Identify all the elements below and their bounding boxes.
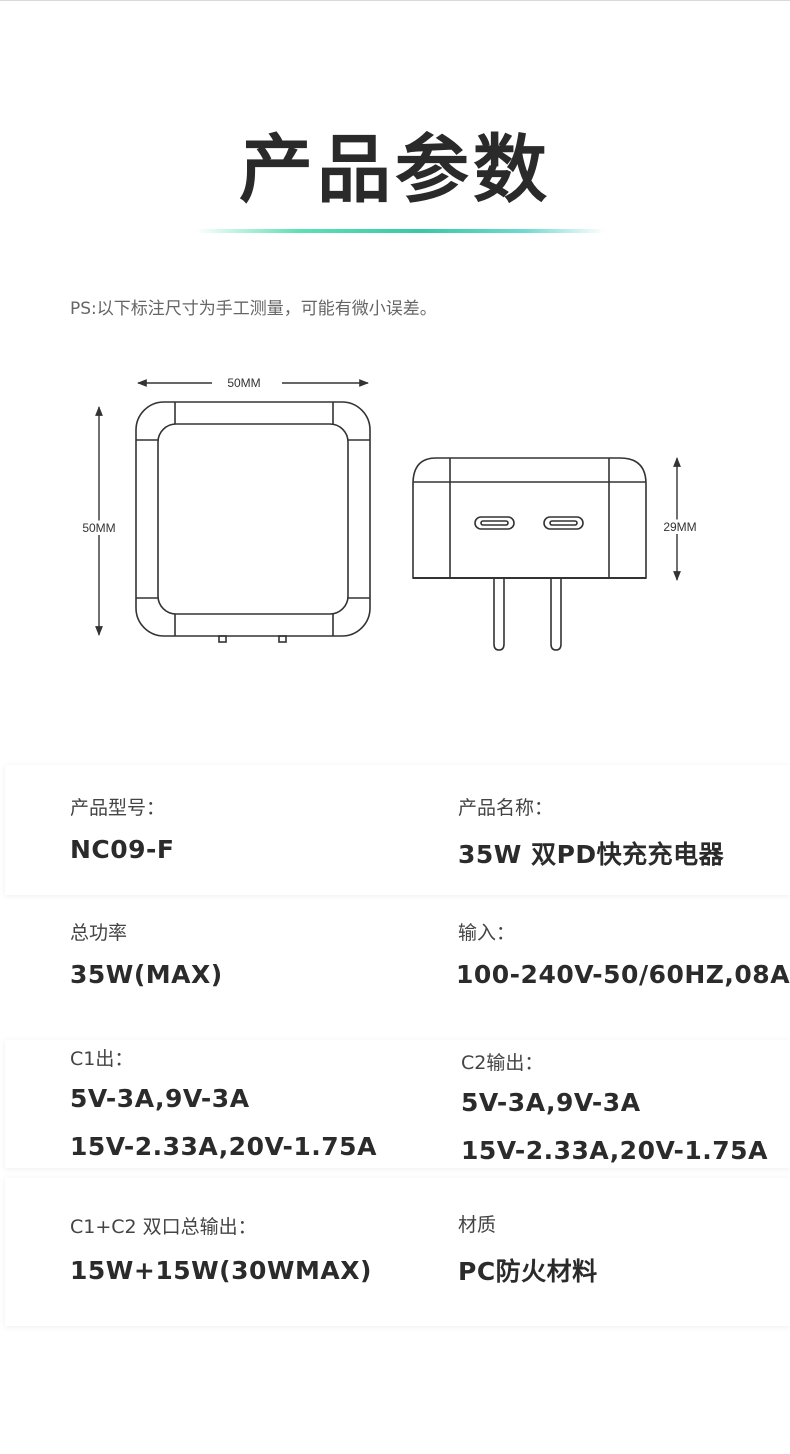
c1-output-line1: 5V-3A,9V-3A	[70, 1084, 250, 1113]
measurement-note: PS:以下标注尺寸为手工测量，可能有微小误差。	[70, 299, 437, 319]
spec-row-dual-material: C1+C2 双口总输出： 15W+15W(30WMAX) 材质 PC防火材料	[5, 1178, 790, 1326]
dual-output-value: 15W+15W(30WMAX)	[70, 1256, 372, 1285]
top-divider	[0, 0, 790, 1]
model-label: 产品型号：	[70, 797, 166, 819]
side-view	[412, 457, 647, 651]
plug-pin-right	[550, 578, 562, 651]
total-power-label: 总功率	[70, 922, 128, 944]
c2-output-label: C2输出：	[461, 1052, 544, 1074]
product-name-label: 产品名称：	[458, 797, 554, 819]
dual-output-label: C1+C2 双口总输出：	[70, 1216, 257, 1238]
front-width-dimension: 50MM	[137, 376, 369, 390]
usb-c-port-2	[543, 516, 584, 530]
side-height-label: 29MM	[663, 520, 696, 534]
material-label: 材质	[458, 1214, 497, 1236]
front-height-label: 50MM	[82, 521, 115, 535]
c1-output-label: C1出：	[70, 1048, 134, 1070]
side-height-dimension: 29MM	[660, 457, 700, 581]
input-label: 输入：	[458, 922, 516, 944]
title-underline	[195, 229, 605, 233]
plug-pin-left	[493, 578, 505, 651]
front-height-dimension: 50MM	[79, 406, 119, 636]
c2-output-line1: 5V-3A,9V-3A	[461, 1088, 641, 1117]
charger-dimension-drawing: 50MM 50MM 29MM	[79, 376, 700, 651]
input-value: 100-240V-50/60HZ,08A	[456, 960, 790, 989]
c2-output-line2: 15V-2.33A,20V-1.75A	[461, 1136, 768, 1165]
usb-c-port-1	[474, 516, 515, 530]
page-title: 产品参数	[239, 127, 551, 213]
spec-row-power-input: 总功率 35W(MAX) 输入： 100-240V-50/60HZ,08A	[5, 900, 790, 1030]
total-power-value: 35W(MAX)	[70, 960, 223, 989]
material-value: PC防火材料	[458, 1257, 598, 1286]
c1-output-line2: 15V-2.33A,20V-1.75A	[70, 1132, 377, 1161]
product-name-value: 35W 双PD快充充电器	[458, 840, 725, 869]
model-value: NC09-F	[70, 835, 175, 864]
spec-row-model-name: 产品型号： NC09-F 产品名称： 35W 双PD快充充电器	[5, 765, 790, 895]
front-width-label: 50MM	[227, 376, 260, 390]
spec-row-outputs: C1出： 5V-3A,9V-3A 15V-2.33A,20V-1.75A C2输…	[5, 1040, 790, 1168]
front-view	[135, 401, 371, 643]
